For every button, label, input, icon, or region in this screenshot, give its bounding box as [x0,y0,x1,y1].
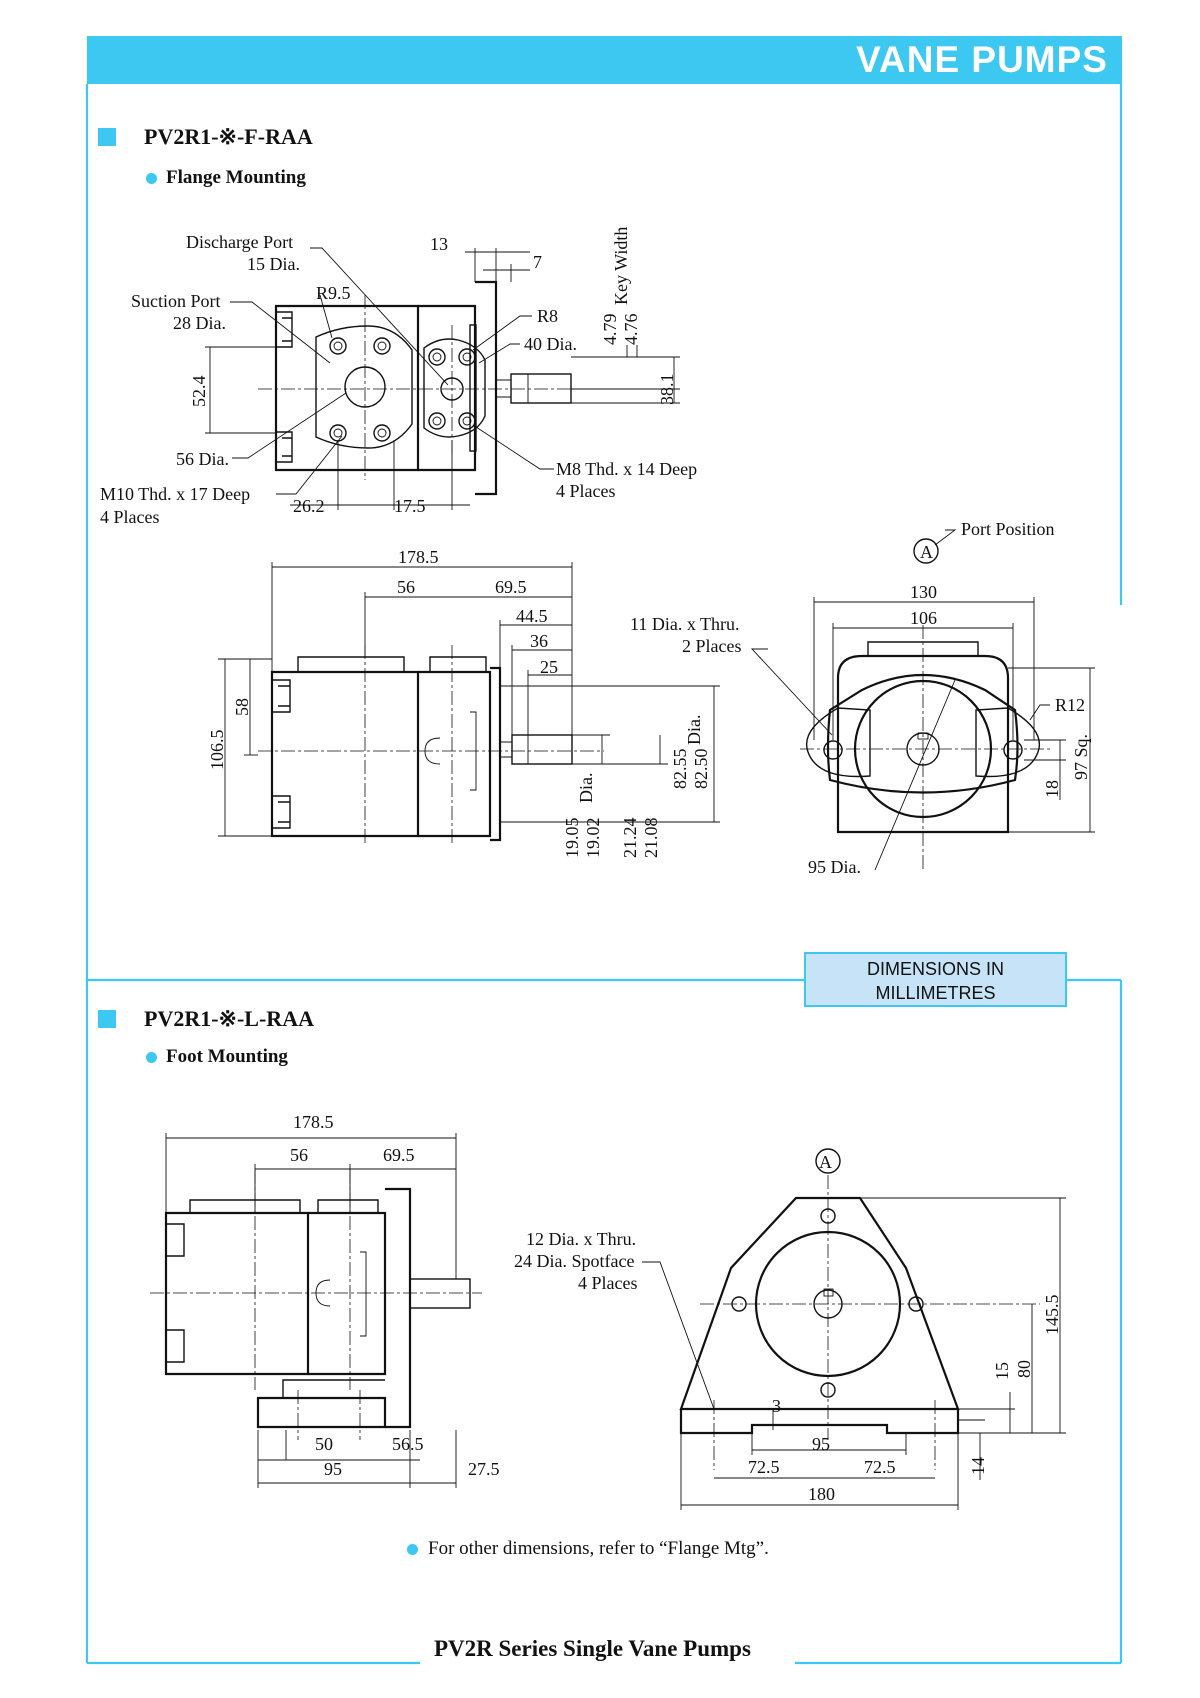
label-r12: R12 [1055,695,1085,715]
label-d262: 26.2 [293,496,325,516]
header-bar: VANE PUMPS [87,36,1122,84]
label-d445: 44.5 [516,606,548,626]
dim-box-line1: DIMENSIONS IN [866,959,1004,979]
label-d56: 56 [397,577,415,597]
label-hole11-2: 2 Places [682,636,741,656]
section1-marker [98,128,116,146]
label-circle-a: A [819,1152,832,1172]
label-d36: 36 [530,631,548,651]
label-kw2: 4.76 [621,314,641,346]
label-d106: 106 [910,608,937,628]
label-m8-2: 4 Places [556,481,615,501]
dim-box-line2: MILLIMETRES [875,983,996,1003]
note-bullet [407,1544,418,1555]
label-d8255: 82.55 [670,749,690,790]
label-m10-2: 4 Places [100,507,159,527]
page-frame [85,84,1123,1665]
label-dia-word2: Dia. [684,715,704,746]
label-dia56: 56 Dia. [176,449,229,469]
label-m8-1: M8 Thd. x 14 Deep [556,459,697,479]
label-d18: 18 [1042,780,1062,798]
label-dia40: 40 Dia. [524,334,577,354]
section1-dimension-text: Discharge Port 15 Dia. Suction Port 28 D… [100,227,1091,877]
label-d8250: 82.50 [691,749,711,790]
label-d56: 56 [290,1145,308,1165]
label-key-width: Key Width [611,227,631,305]
dimensions-note-box: DIMENSIONS IN MILLIMETRES [804,952,1067,1007]
label-kw1: 4.79 [600,314,620,346]
label-d7: 7 [533,252,542,272]
flange-front-view [800,529,1095,871]
label-circle-a: A [920,542,933,562]
label-d524: 52.4 [189,376,209,408]
label-d25: 25 [540,657,558,677]
section1-title: PV2R1-※-F-RAA [144,124,313,149]
note-text: For other dimensions, refer to “Flange M… [428,1538,769,1559]
flange-side-view [218,562,833,845]
label-discharge-dia: 15 Dia. [247,254,300,274]
label-d725b: 72.5 [864,1457,896,1477]
label-dia-sh1: 19.05 [562,818,582,859]
label-d58: 58 [232,698,252,716]
label-d14: 14 [968,1457,988,1475]
section2-title: PV2R1-※-L-RAA [144,1006,314,1031]
label-d15: 15 [992,1362,1012,1380]
label-dia-sh2: 19.02 [583,818,603,859]
label-d50: 50 [315,1434,333,1454]
label-port-position: Port Position [961,519,1055,539]
label-hole12-2: 24 Dia. Spotface [514,1251,634,1271]
label-discharge-port: Discharge Port [186,232,293,252]
section2-dimension-text: 178.5 56 69.5 A 12 Dia. x Thru. 24 Dia. … [290,1112,1062,1504]
label-m10-1: M10 Thd. x 17 Deep [100,484,250,504]
label-dia-word: Dia. [576,773,596,804]
foot-side-view [150,1133,482,1488]
label-d695: 69.5 [495,577,527,597]
label-d95b: 95 [812,1434,830,1454]
label-suction-dia: 28 Dia. [173,313,226,333]
label-d1065: 106.5 [207,730,227,771]
section1-bullet [146,173,157,184]
label-d3: 3 [772,1396,781,1416]
section2-marker [98,1010,116,1028]
label-d95: 95 [324,1459,342,1479]
label-r8: R8 [537,306,558,326]
label-dia95: 95 Dia. [808,857,861,877]
label-d725a: 72.5 [748,1457,780,1477]
label-d1785: 178.5 [293,1112,334,1132]
label-d1455: 145.5 [1042,1295,1062,1336]
label-d175: 17.5 [394,496,426,516]
section2-subtitle: Foot Mounting [166,1046,288,1067]
header-title: VANE PUMPS [856,39,1108,80]
label-d275: 27.5 [468,1459,500,1479]
label-d381: 38.1 [657,374,677,406]
label-d695: 69.5 [383,1145,415,1165]
label-d565: 56.5 [392,1434,424,1454]
label-d80: 80 [1014,1360,1034,1378]
label-hole12-3: 4 Places [578,1273,637,1293]
label-r95: R9.5 [316,283,351,303]
footer-title: PV2R Series Single Vane Pumps [434,1636,751,1661]
label-hole11-1: 11 Dia. x Thru. [630,614,740,634]
label-d1785: 178.5 [398,547,439,567]
section2-bullet [146,1052,157,1063]
flange-top-view [205,247,680,510]
label-d180: 180 [808,1484,835,1504]
label-d2124: 21.24 [620,818,640,859]
section1-subtitle: Flange Mounting [166,167,306,188]
label-d13: 13 [430,234,448,254]
label-suction-port: Suction Port [131,291,221,311]
label-d2108: 21.08 [641,818,661,859]
label-hole12-1: 12 Dia. x Thru. [526,1229,636,1249]
label-d97sq: 97 Sq. [1071,734,1091,780]
foot-front-view [642,1148,1066,1510]
label-d130: 130 [910,582,937,602]
